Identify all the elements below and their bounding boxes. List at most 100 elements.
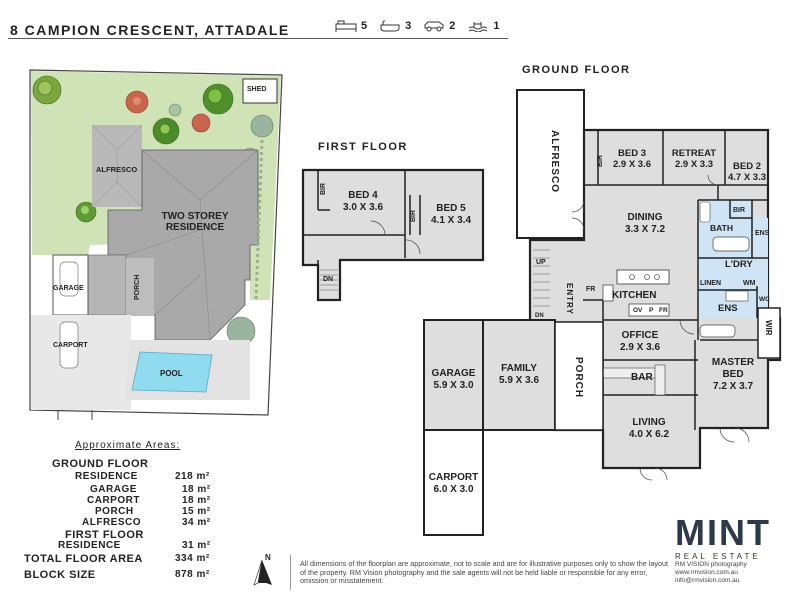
gf-bar-label: BAR — [631, 372, 653, 383]
gf-carport-name: CARPORT — [428, 472, 479, 483]
disclaimer-text: All dimensions of the floorplan are appr… — [300, 559, 668, 585]
gf-family-dims: 5.9 X 3.6 — [498, 375, 540, 386]
cars-count: 2 — [449, 20, 456, 32]
ff-bed5-name: BED 5 — [436, 203, 466, 214]
gf-ens-2: ENS — [718, 303, 738, 314]
gf-dining-dims: 3.3 X 7.2 — [624, 224, 666, 235]
gf-dining: DINING 3.3 X 7.2 — [606, 212, 684, 236]
areas-row-alfresco-value: 34 m² — [182, 517, 211, 528]
gf-wc — [757, 286, 768, 316]
gf-fr-1: FR — [586, 286, 596, 293]
site-pool — [131, 351, 213, 393]
ff-bir-2: BIR — [410, 209, 417, 222]
gf-wm: WM — [743, 280, 756, 287]
gf-kitchen-label: KITCHEN — [612, 290, 657, 301]
gf-wc-label: WC — [759, 296, 770, 303]
areas-heading: Approximate Areas: — [75, 440, 181, 451]
gf-bed3: BED 3 2.9 X 3.6 — [603, 148, 661, 170]
stat-cars: 2 — [423, 20, 455, 32]
footer-divider — [290, 555, 291, 590]
site-shed-label: SHED — [247, 86, 267, 93]
gf-p: P — [649, 307, 654, 314]
gf-porch-label: PORCH — [573, 357, 584, 399]
site-alfresco-label: ALFRESCO — [96, 165, 138, 174]
stat-bathrooms: 3 — [379, 20, 411, 32]
gf-entry-label: ENTRY — [565, 283, 574, 315]
gf-ldry-label: L'DRY — [725, 259, 753, 270]
areas-row-alfresco-label: ALFRESCO — [82, 517, 141, 528]
gf-retreat: RETREAT 2.9 X 3.3 — [664, 148, 724, 170]
gf-living-name: LIVING — [632, 417, 666, 428]
areas-row-garage-label: GARAGE — [90, 484, 137, 495]
gf-garage: GARAGE 5.9 X 3.0 — [424, 368, 483, 392]
ground-floor-label: GROUND FLOOR — [522, 64, 631, 76]
gf-garage — [423, 319, 484, 431]
gf-bed3-dims: 2.9 X 3.6 — [612, 159, 652, 170]
pool-icon — [469, 22, 488, 32]
brand-credit: RM VISION photography — [675, 561, 747, 568]
gf-retreat-dims: 2.9 X 3.3 — [674, 159, 714, 170]
shed — [242, 78, 278, 104]
bathrooms-count: 3 — [405, 20, 412, 32]
first-floor-label: FIRST FLOOR — [318, 141, 408, 153]
gf-up: UP — [536, 259, 546, 266]
areas-first-floor: FIRST FLOOR — [65, 529, 144, 541]
car-icon — [424, 21, 444, 32]
gf-wir — [757, 307, 781, 359]
ff-bed4: BED 4 3.0 X 3.6 — [333, 190, 393, 214]
areas-row-carport-label: CARPORT — [87, 495, 140, 506]
gf-master-name: MASTER BED — [711, 357, 755, 380]
bath-icon — [380, 20, 400, 32]
gf-office: OFFICE 2.9 X 3.6 — [610, 330, 670, 354]
gf-office-dims: 2.9 X 3.6 — [619, 342, 661, 353]
stat-pool: 1 — [467, 20, 500, 32]
gf-dining-name: DINING — [627, 212, 663, 223]
brand-logo: MINT — [675, 512, 771, 553]
north-label: N — [265, 553, 271, 562]
gf-wir-label: WIR — [764, 320, 773, 336]
brand-website: www.rmvision.com.au — [675, 569, 738, 576]
ground-floor-plan — [423, 89, 782, 536]
ff-bed4-name: BED 4 — [348, 190, 378, 201]
gf-ov: OV — [633, 307, 643, 314]
areas-row-residence-label: RESIDENCE — [75, 471, 138, 482]
property-title: 8 CAMPION CRESCENT, ATTADALE — [10, 22, 290, 38]
gf-office-name: OFFICE — [621, 330, 659, 341]
ff-bed4-dims: 3.0 X 3.6 — [342, 202, 384, 213]
site-residence-label: TWO STOREY RESIDENCE — [161, 211, 229, 233]
garage-roof — [87, 254, 127, 316]
ff-bed5-dims: 4.1 X 3.4 — [430, 215, 472, 226]
areas-row-porch-value: 15 m² — [182, 506, 211, 517]
site-garage-label: GARAGE — [53, 285, 84, 292]
areas-first-residence-label: RESIDENCE — [58, 540, 121, 551]
gf-fr-2: FR — [659, 307, 668, 314]
gf-master: MASTER BED 7.2 X 3.7 — [700, 357, 766, 393]
gf-alfresco — [516, 89, 585, 239]
ff-bed5: BED 5 4.1 X 3.4 — [420, 203, 482, 227]
gf-carport: CARPORT 6.0 X 3.0 — [424, 472, 483, 496]
areas-row-porch-label: PORCH — [95, 506, 134, 517]
header-rule — [8, 38, 508, 39]
property-stats: 5 3 2 1 — [335, 20, 508, 32]
areas-block-value: 878 m² — [175, 569, 210, 580]
gf-ens-1: ENS — [755, 230, 770, 237]
gf-garage-name: GARAGE — [431, 368, 476, 379]
areas-ground-floor: GROUND FLOOR — [52, 458, 149, 470]
gf-dn: DN — [535, 313, 544, 319]
site-carport-label: CARPORT — [53, 342, 88, 349]
areas-total-value: 334 m² — [175, 553, 210, 564]
pool-count: 1 — [493, 20, 500, 32]
site-porch-label: PORCH — [134, 274, 141, 300]
site-pool-label: POOL — [160, 369, 183, 378]
north-arrow-icon — [253, 559, 272, 586]
site-plan — [29, 69, 283, 420]
gf-carport-dims: 6.0 X 3.0 — [433, 484, 474, 495]
gf-alfresco-label: ALFRESCO — [549, 130, 560, 193]
brand-subtitle: REAL ESTATE — [675, 552, 761, 561]
gf-linen: LINEN — [700, 280, 721, 287]
gf-living: LIVING 4.0 X 6.2 — [617, 417, 681, 441]
gf-retreat-name: RETREAT — [671, 148, 717, 159]
gf-bath-label: BATH — [710, 223, 733, 233]
kitchen-island — [616, 269, 670, 285]
areas-row-residence-value: 218 m² — [175, 471, 210, 482]
